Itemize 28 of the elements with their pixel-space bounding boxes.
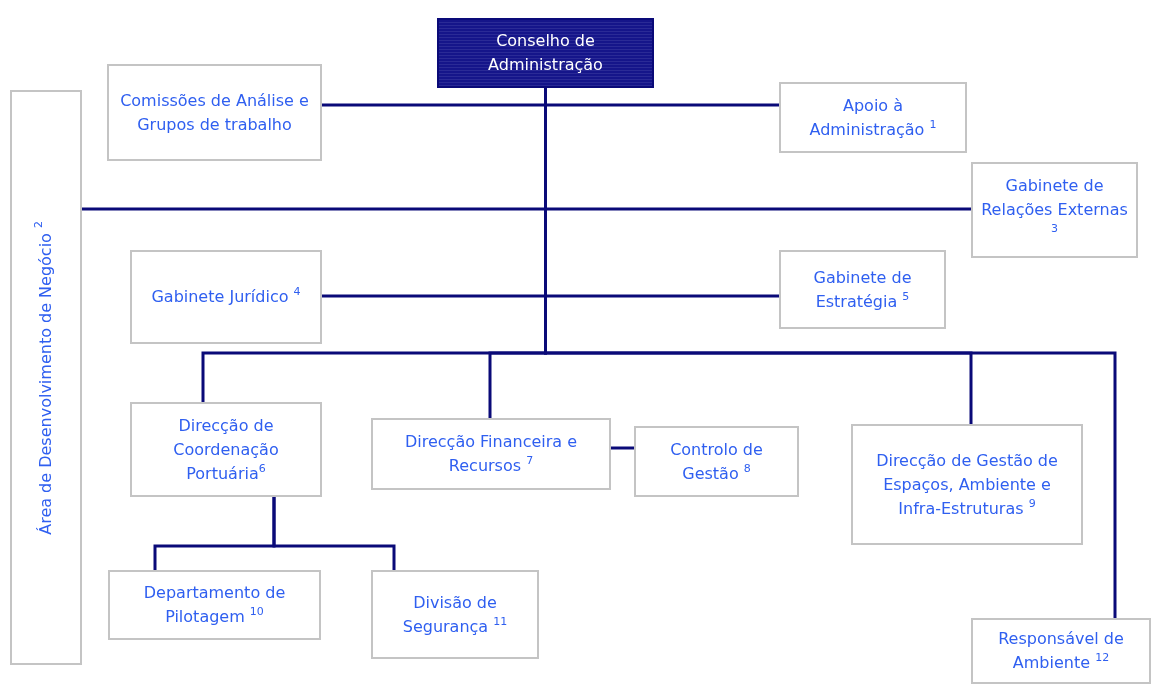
board-box bbox=[437, 18, 654, 88]
unit-name: Apoio à Administração $^{1}$ bbox=[808, 94, 938, 141]
unit-name: Responsável de Ambiente $^{12}$ bbox=[997, 628, 1125, 674]
unit-name: Gabinete de Estratégia $^{5}$ bbox=[812, 266, 913, 313]
unit-name: Departamento de Pilotagem $^{10}$ bbox=[142, 582, 287, 628]
unit-box bbox=[971, 618, 1151, 684]
unit-box bbox=[779, 82, 967, 153]
unit-box bbox=[371, 570, 539, 659]
unit-box bbox=[779, 250, 946, 329]
unit-box bbox=[851, 424, 1083, 545]
unit-box bbox=[130, 402, 322, 497]
unit-name: Comissões de Análise e Grupos de trabalho bbox=[119, 89, 310, 136]
unit-box bbox=[130, 250, 322, 344]
unit-name: Gabinete Jurídico $^{4}$ bbox=[151, 285, 301, 308]
connector-line bbox=[272, 497, 396, 570]
unit-box bbox=[971, 162, 1138, 258]
unit-name: Direcção de Gestão de Espaços, Ambiente e Infra-Estruturas $^{9}$ bbox=[875, 449, 1059, 520]
unit-box bbox=[371, 418, 611, 490]
unit-name: Controlo de Gestão $^{8}$ bbox=[669, 438, 764, 485]
unit-name: Conselho de Administração bbox=[487, 30, 604, 76]
unit-name: Divisão de Segurança $^{11}$ bbox=[401, 591, 509, 638]
unit-box bbox=[108, 570, 321, 640]
unit-name: Direcção Financeira e Recursos $^{7}$ bbox=[403, 431, 579, 477]
unit-name: Direcção de Coordenação Portuária$^{6}$ bbox=[172, 414, 280, 485]
unit-box bbox=[10, 90, 82, 665]
unit-box bbox=[107, 64, 322, 161]
unit-box bbox=[634, 426, 799, 497]
connector-line bbox=[611, 446, 634, 450]
